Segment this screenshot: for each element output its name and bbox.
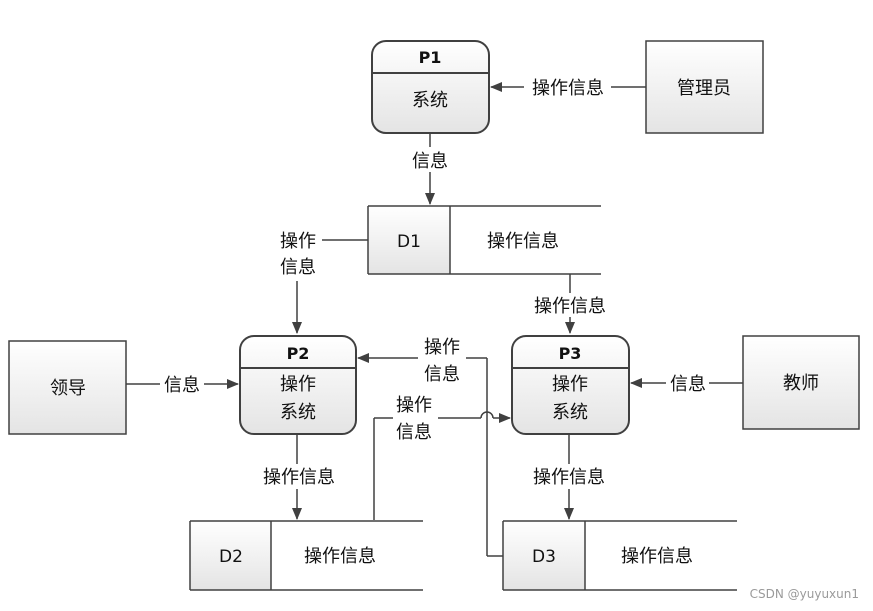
data-store-d3[interactable]: D3 操作信息 bbox=[502, 520, 737, 591]
flow-p2-to-d2-label: 操作信息 bbox=[263, 467, 335, 488]
flow-p1-to-d1-label: 信息 bbox=[412, 151, 448, 172]
flow-d3-to-p2-label-line1: 操作 bbox=[424, 337, 460, 358]
process-p2-id: P2 bbox=[287, 344, 310, 363]
process-p3[interactable]: P3 操作 系统 bbox=[511, 335, 630, 435]
flow-d3-to-p2-label-line2: 信息 bbox=[424, 364, 460, 385]
entity-admin[interactable]: 管理员 bbox=[645, 40, 764, 134]
process-p1[interactable]: P1 系统 bbox=[371, 40, 490, 134]
process-p2-label-line1: 操作 bbox=[280, 374, 316, 395]
data-store-d3-id: D3 bbox=[532, 547, 556, 567]
entity-teacher-label: 教师 bbox=[783, 373, 819, 394]
flow-p3-to-d3-label: 操作信息 bbox=[533, 467, 605, 488]
entity-teacher[interactable]: 教师 bbox=[742, 335, 860, 430]
process-p3-label-line1: 操作 bbox=[552, 374, 588, 395]
process-p3-id: P3 bbox=[559, 344, 582, 363]
entity-leader[interactable]: 领导 bbox=[8, 340, 127, 435]
flow-d2-to-p3: 操作 信息 bbox=[373, 395, 511, 520]
flow-p1-to-d1: 信息 bbox=[412, 133, 448, 205]
process-p3-label-line2: 系统 bbox=[552, 402, 588, 423]
flow-teacher-to-p3: 信息 bbox=[630, 374, 743, 395]
flow-p2-to-d2: 操作信息 bbox=[263, 434, 335, 520]
flow-d2-to-p3-label-line2: 信息 bbox=[396, 422, 432, 443]
process-p1-label: 系统 bbox=[412, 90, 448, 111]
entity-leader-label: 领导 bbox=[50, 378, 86, 399]
flow-admin-to-p1: 操作信息 bbox=[490, 78, 646, 99]
flow-teacher-to-p3-label: 信息 bbox=[670, 374, 706, 395]
data-store-d2-label: 操作信息 bbox=[304, 546, 376, 567]
process-p2[interactable]: P2 操作 系统 bbox=[239, 335, 357, 435]
data-store-d1[interactable]: D1 操作信息 bbox=[367, 205, 601, 275]
flow-d2-to-p3-label-line1: 操作 bbox=[396, 395, 432, 416]
flow-d1-to-p3-label: 操作信息 bbox=[534, 296, 606, 317]
data-store-d2-id: D2 bbox=[219, 547, 243, 567]
flow-leader-to-p2-label: 信息 bbox=[164, 375, 200, 396]
flow-d1-to-p2: 操作 信息 bbox=[280, 231, 368, 334]
process-p1-id: P1 bbox=[419, 48, 442, 67]
watermark-text: CSDN @yuyuxun1 bbox=[750, 587, 859, 601]
data-store-d1-label: 操作信息 bbox=[487, 231, 559, 252]
flow-p3-to-d3: 操作信息 bbox=[533, 434, 605, 520]
flow-d1-to-p3: 操作信息 bbox=[534, 274, 606, 334]
flow-admin-to-p1-label: 操作信息 bbox=[532, 78, 604, 99]
entity-admin-label: 管理员 bbox=[677, 78, 731, 99]
process-p2-label-line2: 系统 bbox=[280, 402, 316, 423]
flow-d1-to-p2-label-line2: 信息 bbox=[280, 257, 316, 278]
flow-leader-to-p2: 信息 bbox=[126, 375, 239, 396]
data-store-d2[interactable]: D2 操作信息 bbox=[189, 520, 423, 591]
flow-d1-to-p2-label-line1: 操作 bbox=[280, 231, 316, 252]
data-store-d3-label: 操作信息 bbox=[621, 546, 693, 567]
data-store-d1-id: D1 bbox=[397, 232, 421, 252]
flow-d3-to-p2: 操作 信息 bbox=[357, 337, 503, 557]
